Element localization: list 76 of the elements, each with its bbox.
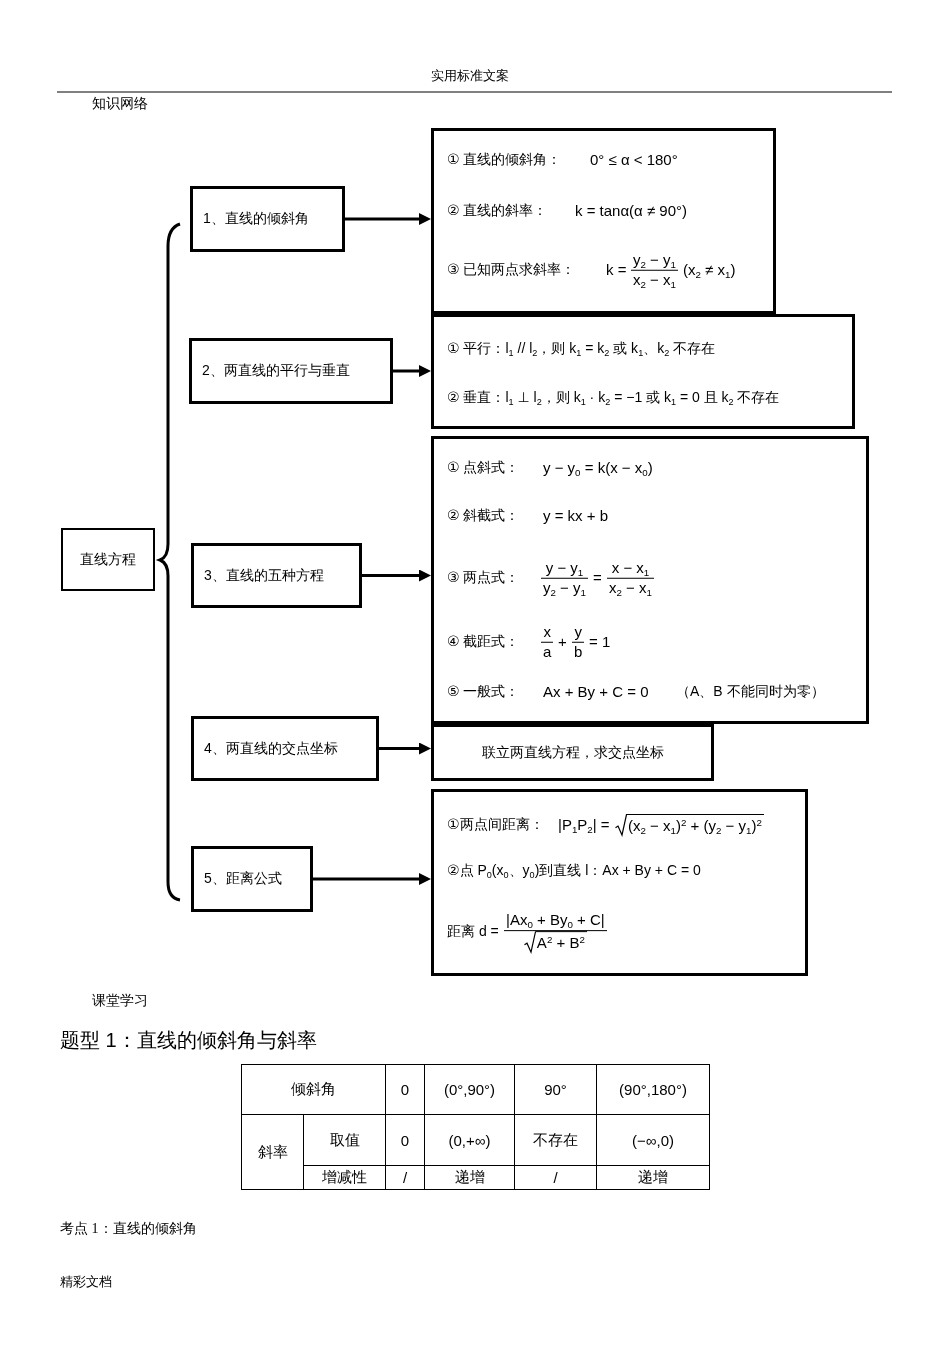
denominator: x$_{2}$ − x$_{1}$ [608, 578, 653, 598]
page-header: 实用标准文案 [431, 68, 509, 84]
table-cell: 增减性 [303, 1165, 386, 1190]
radicand: (x$_{2}$ − x$_{1}$)$^{2}$ + (y$_{2}$ − y$_{1}$)$^{2}$ [627, 814, 764, 836]
numerator: |Ax$_{0}$ + By$_{0}$ + C| [505, 911, 606, 930]
arrow [393, 365, 431, 377]
formula-panel [431, 128, 776, 314]
arrow [345, 213, 431, 225]
text-box: 联立两直线方程，求交点坐标 [431, 724, 714, 781]
topic-box: 2、两直线的平行与垂直 [189, 338, 393, 404]
table-cell: (0°,90°) [424, 1064, 515, 1115]
formula: y − y$_{0}$ = k(x − x$_{0}$) [543, 458, 653, 478]
denominator: x$_{2}$ − x$_{1}$ [632, 270, 677, 290]
formula-label: ④ 截距式： [447, 633, 520, 651]
formula: Ax + By + C = 0 [543, 682, 649, 702]
formula-label: （A、B 不能同时为零） [676, 683, 825, 701]
formula-label: ③ 已知两点求斜率： [447, 261, 576, 279]
table-cell: 斜率 [241, 1114, 304, 1190]
formula-panel [431, 789, 808, 976]
denominator: a [542, 642, 553, 662]
formula: k = tanα(α ≠ 90°) [575, 201, 688, 221]
table-cell: 递增 [424, 1165, 515, 1190]
table-cell: 倾斜角 [241, 1064, 386, 1115]
denominator: y$_{2}$ − y$_{1}$ [542, 578, 587, 598]
table-cell: 不存在 [514, 1114, 597, 1166]
numerator: y − y$_{1}$ [544, 558, 585, 578]
table-cell: (90°,180°) [596, 1064, 710, 1115]
formula-label: ② 直线的斜率： [447, 202, 548, 220]
radicand: A$^{2}$ + B$^{2}$ [535, 930, 587, 953]
formula: (x$_{2}$ ≠ x$_{1}$) [683, 260, 736, 280]
numerator: y$_{2}$ − y$_{1}$ [632, 250, 677, 270]
table-cell: 0 [385, 1064, 425, 1115]
topic-box: 1、直线的倾斜角 [190, 186, 345, 252]
formula-panel [431, 436, 869, 724]
topic-box: 4、两直线的交点坐标 [191, 716, 379, 781]
arrow [379, 742, 431, 755]
formula: y = kx + b [543, 506, 609, 526]
numerator: x − x$_{1}$ [610, 558, 651, 578]
formula-label: ② 斜截式： [447, 507, 520, 525]
question-heading: 题型 1：直线的倾斜角与斜率 [60, 1028, 317, 1052]
formula: + [558, 632, 567, 652]
table-cell: (−∞,0) [596, 1114, 710, 1166]
arrow [362, 569, 431, 582]
table-cell: / [514, 1165, 597, 1190]
formula: = 1 [589, 632, 611, 652]
formula-line: ② 垂直：l$_{1}$ ⊥ l$_{2}$，则 k$_{1}$ · k$_{2}$ = −1 或 k$_{1}$ = 0 且 k$_{2}$ 不存在 [447, 389, 780, 407]
formula: |P$_{1}$P$_{2}$| = [558, 815, 610, 835]
formula-panel [431, 314, 855, 429]
formula-line: ②点 P$_{0}$(x$_{0}$、y$_{0}$)到直线 l：Ax + By + C = 0 [447, 862, 701, 880]
topic-box: 3、直线的五种方程 [191, 543, 362, 608]
formula-label: ① 直线的倾斜角： [447, 151, 562, 169]
formula: 0° ≤ α < 180° [590, 150, 678, 170]
subheading: 考点 1：直线的倾斜角 [60, 1220, 197, 1238]
formula-label: ③ 两点式： [447, 569, 520, 587]
formula-line: ① 平行：l$_{1}$ // l$_{2}$，则 k$_{1}$ = k$_{2}$ 或 k$_{1}$、k$_{2}$ 不存在 [447, 340, 716, 358]
formula-line: 距离 d = [447, 923, 499, 941]
formula: k = [606, 260, 627, 280]
numerator: y [573, 622, 583, 642]
table-cell: 递增 [596, 1165, 710, 1190]
formula-label: ⑤ 一般式： [447, 683, 520, 701]
denominator: b [573, 642, 584, 662]
section-heading: 知识网络 [92, 95, 148, 113]
arrow [313, 873, 431, 885]
table-cell: 取值 [303, 1114, 386, 1166]
table-cell: (0,+∞) [424, 1114, 515, 1166]
section-heading: 课堂学习 [92, 992, 148, 1010]
table-cell: / [385, 1165, 425, 1190]
topic-box: 5、距离公式 [191, 846, 313, 912]
table-cell: 0 [385, 1114, 425, 1166]
numerator: x [542, 622, 552, 642]
formula-label: ① 点斜式： [447, 459, 520, 477]
formula: = [593, 568, 602, 588]
root-box: 直线方程 [61, 528, 155, 591]
formula-label: ①两点间距离： [447, 816, 544, 834]
table-cell: 90° [514, 1064, 597, 1115]
page-footer: 精彩文档 [60, 1274, 112, 1290]
